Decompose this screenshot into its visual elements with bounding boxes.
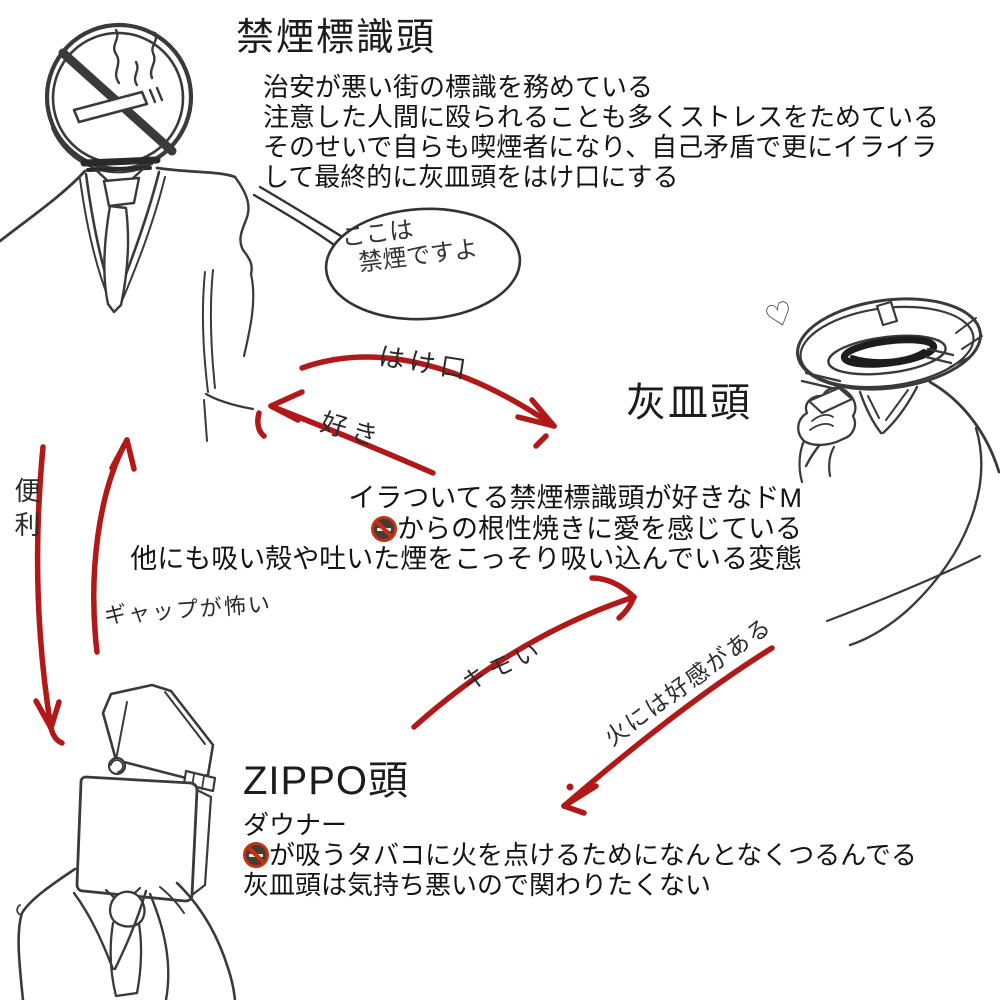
description-line: からの根性焼きに愛を感じている — [100, 514, 802, 545]
relation-label-benri: 便利 — [11, 477, 41, 545]
character-title-ashtray: 灰皿頭 — [626, 381, 752, 425]
character-title-no-smoking-sign: 禁煙標識頭 — [236, 17, 437, 59]
arrow-kimoi — [411, 575, 637, 730]
description-line: イラついてる禁煙標識頭が好きなドM — [348, 483, 802, 513]
description-line: 注意した人間に殴られることも多くストレスをためている — [263, 102, 940, 132]
arrow-gap — [91, 437, 137, 655]
character-title-zippo: ZIPPO頭 — [243, 759, 410, 803]
description-line: そのせいで自らも喫煙者になり、自己矛盾で更にイライラ — [263, 132, 938, 162]
character-description-no-smoking-sign: 治安が悪い街の標識を務めている 注意した人間に殴られることも多くストレスをためて… — [263, 72, 939, 192]
description-line: 治安が悪い街の標識を務めている — [263, 72, 654, 102]
ashtray-head-figure — [796, 297, 1000, 647]
relation-arrows — [33, 354, 775, 816]
no-smoking-emoji-icon — [243, 842, 269, 868]
description-line: ダウナー — [243, 810, 348, 840]
arrow-benri — [33, 444, 65, 746]
arrow-suki — [255, 389, 436, 476]
zippo-head-figure — [16, 683, 237, 1000]
no-smoking-emoji-icon — [371, 515, 397, 542]
arrow-fire-likes — [561, 645, 775, 816]
description-line: 他にも吸い殻や吐いた煙をこっそり吸い込んでいる変態 — [130, 544, 802, 574]
character-description-zippo: ダウナー が吸うタバコに火を点けるためになんとなくつるんでる 灰皿頭は気持ち悪い… — [243, 810, 917, 900]
speech-bubble — [252, 185, 522, 321]
arrow-hakeguchi — [299, 354, 557, 449]
no-smoking-sign-head-figure — [0, 22, 255, 442]
description-line: 灰皿頭は気持ち悪いので関わりたくない — [243, 870, 712, 900]
description-line: が吸うタバコに火を点けるためになんとなくつるんでる — [243, 840, 917, 870]
description-line: して最終的に灰皿頭をはけ口にする — [263, 162, 679, 192]
character-description-ashtray: イラついてる禁煙標識頭が好きなドM からの根性焼きに愛を感じている 他にも吸い殻… — [100, 483, 802, 575]
